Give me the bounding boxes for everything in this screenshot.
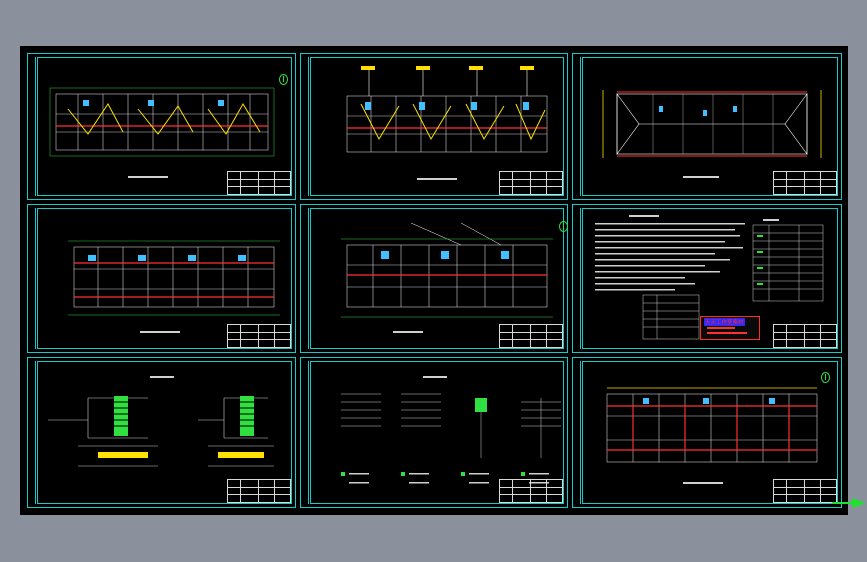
binding-strip bbox=[302, 361, 309, 504]
drawing-sheet-2[interactable] bbox=[300, 53, 568, 200]
title-block bbox=[773, 324, 837, 348]
title-block bbox=[227, 171, 291, 195]
drawing-sheet-8[interactable] bbox=[300, 357, 568, 508]
drawing-canvas[interactable] bbox=[20, 46, 848, 515]
title-block bbox=[227, 324, 291, 348]
sheet-border bbox=[582, 57, 838, 196]
drawing-sheet-9[interactable] bbox=[572, 357, 842, 508]
title-block bbox=[773, 171, 837, 195]
watermark-stamp: 天天工作室素材 bbox=[700, 316, 760, 340]
floor-plan-drawing bbox=[68, 240, 280, 316]
drawing-caption bbox=[128, 176, 168, 178]
floor-plan-drawing bbox=[606, 387, 818, 463]
title-block bbox=[499, 324, 563, 348]
drawing-caption bbox=[683, 176, 719, 178]
design-notes-drawing bbox=[595, 215, 824, 340]
drawing-caption bbox=[683, 482, 723, 484]
drawing-caption bbox=[417, 178, 457, 180]
riser-diagram-drawing bbox=[341, 376, 561, 484]
roof-plan-drawing bbox=[602, 90, 822, 158]
title-block bbox=[227, 479, 291, 503]
sheet-border bbox=[582, 361, 838, 504]
north-arrow-icon bbox=[559, 221, 568, 232]
floor-plan-wiring-drawing bbox=[49, 87, 275, 157]
title-block bbox=[499, 479, 563, 503]
binding-strip bbox=[302, 57, 309, 196]
drawing-sheet-5[interactable] bbox=[300, 204, 568, 353]
title-block bbox=[773, 479, 837, 503]
riser-diagram-drawing bbox=[48, 376, 274, 467]
sheet-border bbox=[37, 208, 292, 349]
sheet-border bbox=[310, 208, 564, 349]
stamp-title: 天天工作室素材 bbox=[704, 318, 745, 326]
north-arrow-icon bbox=[821, 372, 830, 383]
stamp-line bbox=[707, 332, 747, 334]
title-block bbox=[499, 171, 563, 195]
binding-strip bbox=[29, 361, 36, 504]
sheet-border bbox=[37, 57, 292, 196]
binding-strip bbox=[574, 361, 581, 504]
sheet-border bbox=[37, 361, 292, 504]
drawing-caption bbox=[393, 331, 423, 333]
binding-strip bbox=[29, 57, 36, 196]
drawing-caption bbox=[140, 331, 180, 333]
binding-strip bbox=[574, 57, 581, 196]
binding-strip bbox=[574, 208, 581, 349]
floor-plan-wiring-drawing bbox=[346, 66, 548, 153]
sheet-border bbox=[582, 208, 838, 349]
binding-strip bbox=[29, 208, 36, 349]
drawing-sheet-1[interactable] bbox=[27, 53, 296, 200]
drawing-sheet-7[interactable] bbox=[27, 357, 296, 508]
floor-plan-drawing bbox=[341, 222, 553, 318]
ucs-arrow-icon bbox=[832, 498, 867, 508]
drawing-sheet-3[interactable] bbox=[572, 53, 842, 200]
sheet-border bbox=[310, 361, 564, 504]
north-arrow-icon bbox=[279, 74, 288, 85]
sheet-border bbox=[310, 57, 564, 196]
stamp-line bbox=[707, 327, 735, 329]
binding-strip bbox=[302, 208, 309, 349]
drawing-sheet-4[interactable] bbox=[27, 204, 296, 353]
